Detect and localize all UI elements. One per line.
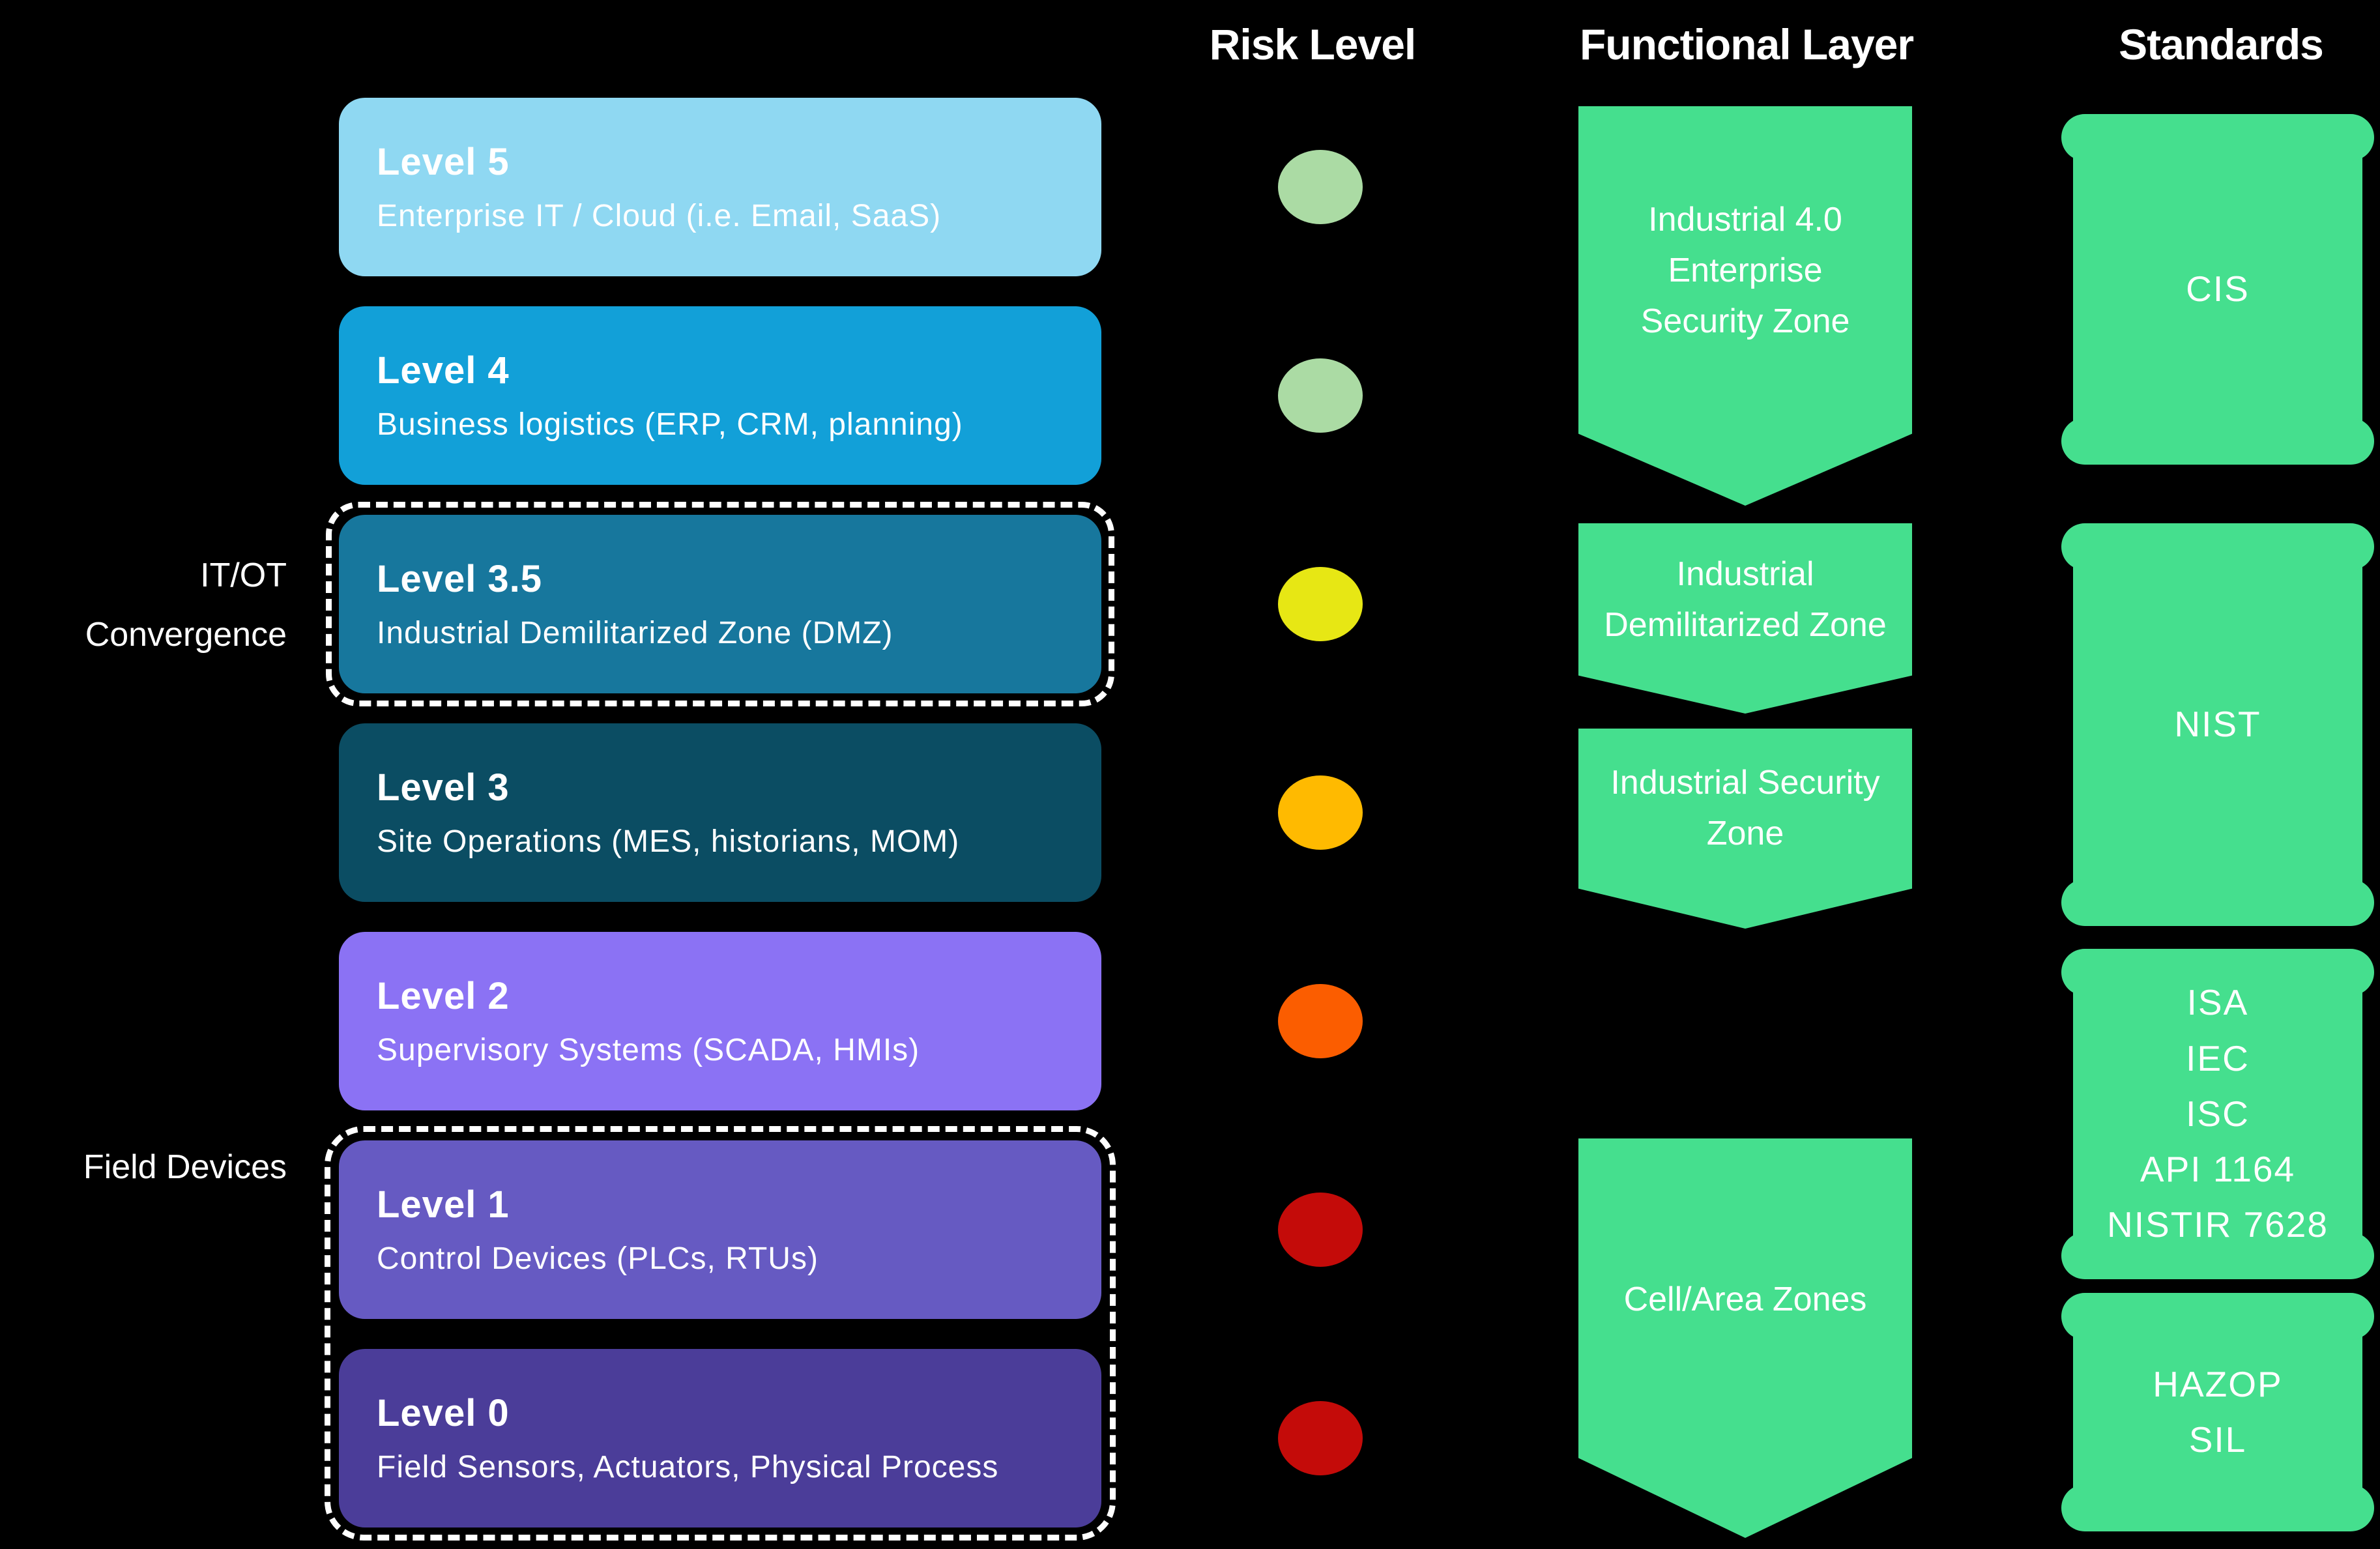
functional-shape-industrial-dmz: Industrial Demilitarized Zone <box>1578 523 1912 714</box>
level-desc: Business logistics (ERP, CRM, planning) <box>377 407 963 442</box>
level-box-3-5: Level 3.5 Industrial Demilitarized Zone … <box>339 515 1101 693</box>
risk-dot-level-2 <box>1278 984 1363 1058</box>
level-title: Level 4 <box>377 349 510 392</box>
standards-label: CIS <box>2186 268 2250 310</box>
label-itot-convergence: IT/OT Convergence <box>85 557 287 654</box>
standards-block-cap <box>2061 879 2374 926</box>
level-title: Level 3.5 <box>377 558 543 600</box>
functional-shape-industrial-security-zone: Industrial Security Zone <box>1578 729 1912 929</box>
header-standards: Standards <box>2119 20 2324 68</box>
level-box-2: Level 2 Supervisory Systems (SCADA, HMIs… <box>339 932 1101 1110</box>
level-box-3: Level 3 Site Operations (MES, historians… <box>339 723 1101 902</box>
risk-dot-level-1 <box>1278 1193 1363 1267</box>
standards-block-cap <box>2061 1232 2374 1279</box>
standards-label: ISA IEC ISC API 1164 NISTIR 7628 <box>2107 982 2329 1245</box>
level-title: Level 1 <box>377 1183 510 1226</box>
level-desc: Supervisory Systems (SCADA, HMIs) <box>377 1033 920 1067</box>
standards-block-body <box>2073 1315 2362 1509</box>
standards-block-hazop-sil: HAZOP SIL <box>2061 1293 2374 1531</box>
field-devices-dashed-outline <box>325 1126 1116 1541</box>
level-desc: Control Devices (PLCs, RTUs) <box>377 1241 819 1276</box>
header-functional-layer: Functional Layer <box>1579 20 1914 68</box>
standards-block-nist: NIST <box>2061 523 2374 926</box>
standards-block-cap <box>2061 114 2374 161</box>
standards-block-cap <box>2061 418 2374 465</box>
standards-block-cap <box>2061 949 2374 996</box>
level-box-4: Level 4 Business logistics (ERP, CRM, pl… <box>339 306 1101 485</box>
level-desc: Site Operations (MES, historians, MOM) <box>377 824 960 859</box>
standards-block-isa-iec: ISA IEC ISC API 1164 NISTIR 7628 <box>2061 949 2374 1279</box>
level-title: Level 5 <box>377 141 510 183</box>
standards-block-cap <box>2061 523 2374 570</box>
level-title: Level 0 <box>377 1392 510 1434</box>
level-box-1: Level 1 Control Devices (PLCs, RTUs) <box>339 1140 1101 1319</box>
level-box-5: Level 5 Enterprise IT / Cloud (i.e. Emai… <box>339 98 1101 276</box>
standards-block-cap <box>2061 1293 2374 1340</box>
risk-dot-level-3 <box>1278 775 1363 850</box>
risk-dot-level-3-5 <box>1278 567 1363 641</box>
level-box-0: Level 0 Field Sensors, Actuators, Physic… <box>339 1349 1101 1527</box>
risk-dot-level-0 <box>1278 1401 1363 1475</box>
label-field-devices: Field Devices <box>83 1148 287 1186</box>
functional-shape-enterprise-security-zone: Industrial 4.0 Enterprise Security Zone <box>1578 106 1912 506</box>
header-risk-level: Risk Level <box>1209 20 1417 68</box>
level-title: Level 3 <box>377 766 510 809</box>
standards-label: HAZOP SIL <box>2153 1363 2283 1460</box>
level-title: Level 2 <box>377 975 510 1017</box>
standards-block-body <box>2073 971 2362 1257</box>
level-desc: Enterprise IT / Cloud (i.e. Email, SaaS) <box>377 199 942 233</box>
standards-label: NIST <box>2174 704 2261 745</box>
itot-dmz-dashed-outline <box>326 502 1114 706</box>
level-desc: Industrial Demilitarized Zone (DMZ) <box>377 616 893 650</box>
standards-block-cis: CIS <box>2061 114 2374 465</box>
standards-block-body <box>2073 545 2362 904</box>
functional-shape-cell-area-zones: Cell/Area Zones <box>1578 1138 1912 1538</box>
risk-dot-level-4 <box>1278 358 1363 433</box>
risk-dot-level-5 <box>1278 150 1363 224</box>
standards-block-cap <box>2061 1484 2374 1531</box>
level-desc: Field Sensors, Actuators, Physical Proce… <box>377 1450 999 1484</box>
standards-block-body <box>2073 136 2362 442</box>
